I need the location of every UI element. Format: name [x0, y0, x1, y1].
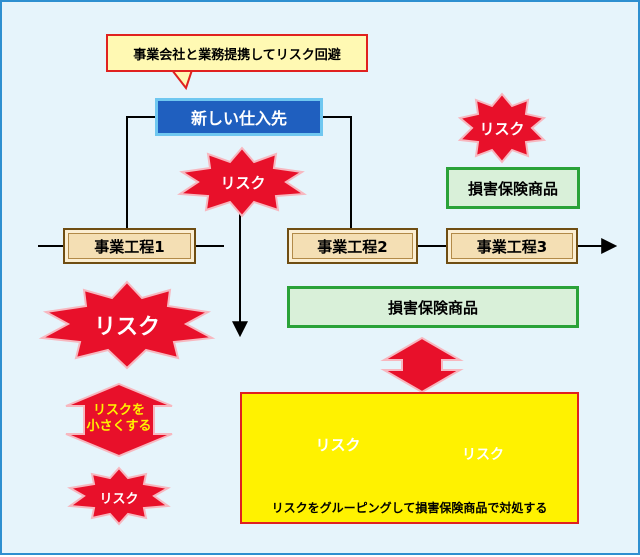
risk-label-left-large: リスク: [93, 315, 160, 340]
risk-label-group-b: リスク: [462, 447, 504, 463]
reduce-risk-double-arrow: [65, 382, 173, 458]
risk-label-top-right: リスク: [479, 119, 525, 138]
risk-label-group-a: リスク: [315, 435, 361, 454]
risk-burst-left-large: [38, 280, 216, 370]
insurance-product-small: 損害保険商品: [446, 167, 580, 209]
process-step-3: 事業工程3: [446, 228, 578, 264]
partnership-callout: 事業会社と業務提携してリスク回避: [106, 34, 368, 72]
callout-pointer: [169, 69, 194, 91]
risk-burst-top-right: [457, 92, 547, 164]
new-supplier-box: 新しい仕入先: [155, 98, 323, 136]
reduce-risk-line1: リスクを: [92, 403, 145, 418]
grouping-caption: リスクをグルーピングして損害保険商品で対処する: [271, 500, 548, 515]
reduce-risk-label: リスクを 小さくする: [64, 400, 174, 438]
supplier-bracket: [126, 116, 155, 228]
risk-burst-left-small: [67, 466, 171, 526]
insurance-product-wide: 損害保険商品: [287, 286, 579, 328]
reduce-risk-line2: 小さくする: [86, 419, 152, 434]
risk-label-center: リスク: [220, 173, 266, 192]
process-step-1: 事業工程1: [63, 228, 196, 264]
insurance-double-arrow: [380, 336, 464, 394]
risk-grouping-box: [240, 392, 579, 524]
risk-burst-center: [177, 146, 307, 218]
supplier-bracket-right: [323, 116, 352, 228]
risk-label-left-small: リスク: [99, 491, 139, 507]
process-step-2: 事業工程2: [287, 228, 418, 264]
